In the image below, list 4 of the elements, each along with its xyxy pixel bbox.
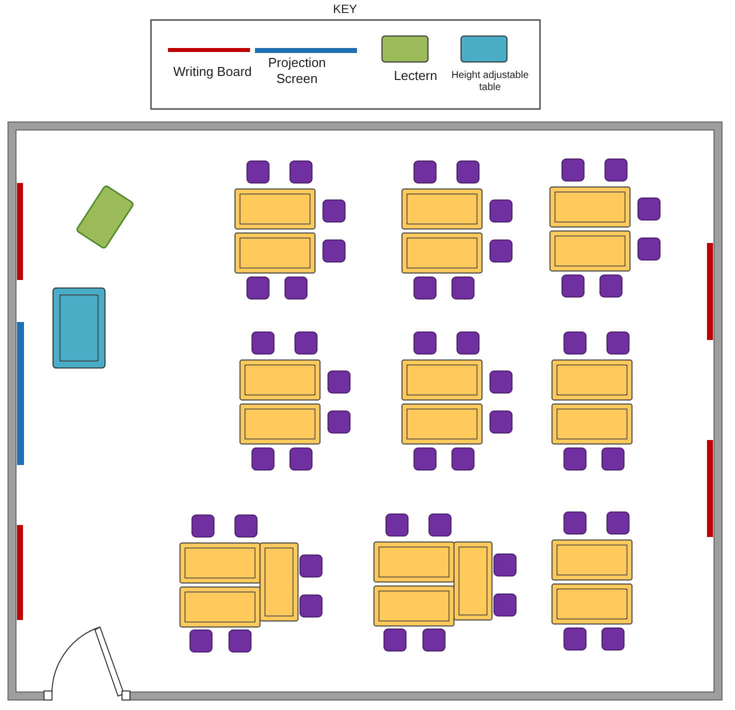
legend-label: Height adjustable table <box>450 70 530 94</box>
legend-label: Writing Board <box>172 64 253 80</box>
legend-title: KEY <box>332 2 358 16</box>
legend-label: Projection Screen <box>267 55 327 86</box>
